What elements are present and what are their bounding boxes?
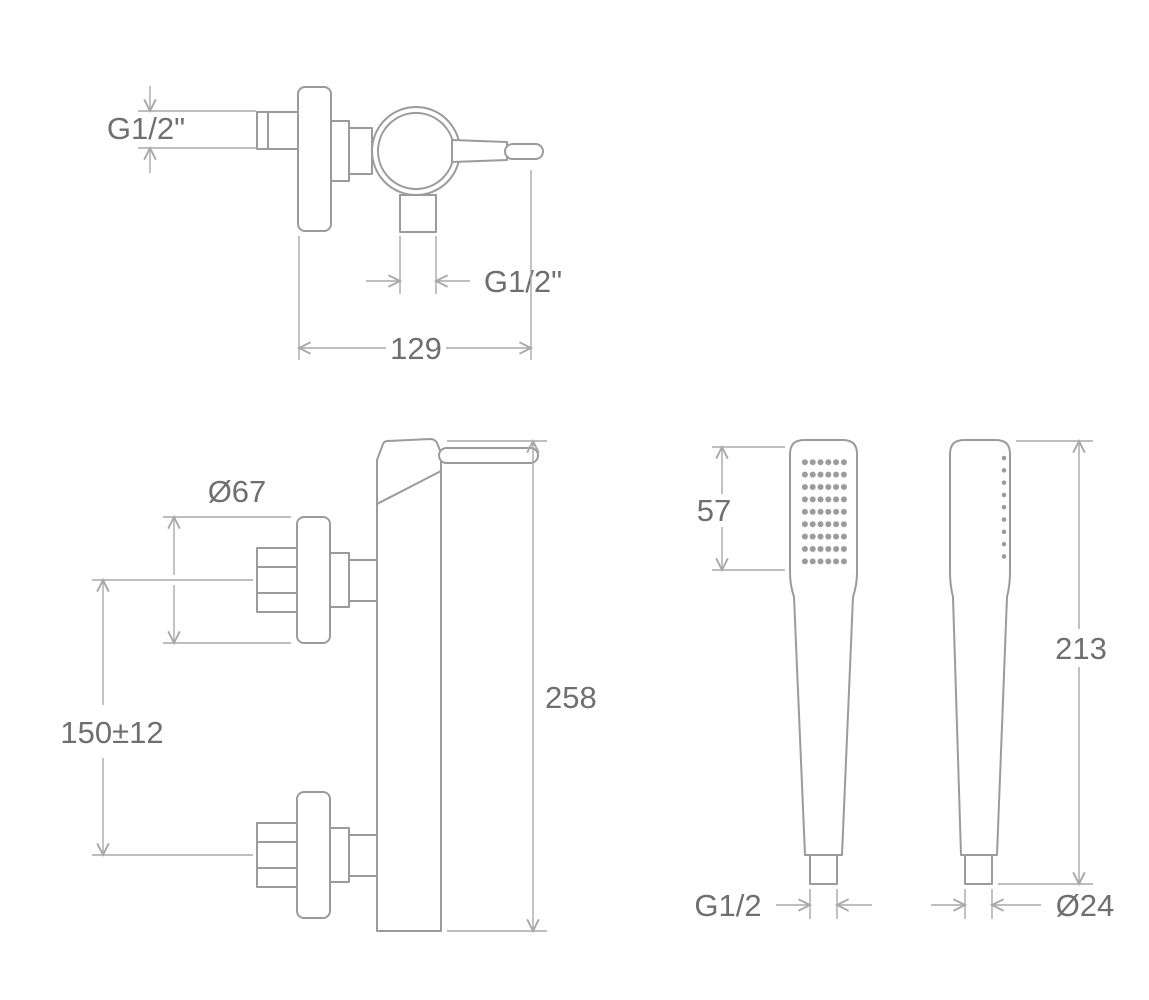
hose-connector-front xyxy=(809,854,838,885)
lower-wall-plate xyxy=(296,791,331,919)
lower-union-nut-outer xyxy=(329,827,350,883)
upper-union-nut-outer xyxy=(329,552,350,608)
top-inlet-thread-label: G1/2" xyxy=(107,111,185,146)
hose-connector-side xyxy=(964,854,993,885)
height-dimension-label: 258 xyxy=(545,680,597,715)
top-outlet-thread-label: G1/2" xyxy=(484,264,562,299)
wall-plate xyxy=(297,86,332,232)
hand-shower-front: 57 G1/2 xyxy=(694,439,872,923)
lever-handle-front xyxy=(438,447,539,464)
lower-inlet-nut xyxy=(256,822,298,888)
front-view: Ø67 150±12 258 xyxy=(60,438,597,934)
lever-handle-base xyxy=(451,139,508,163)
hand-shower-side-outline xyxy=(949,439,1011,856)
lower-union-nut-inner xyxy=(348,834,378,877)
handshower-thread-label: G1/2 xyxy=(694,888,761,923)
outlet-port xyxy=(399,194,437,233)
upper-union-nut-inner xyxy=(348,559,378,602)
escutcheon-diameter-label: Ø67 xyxy=(208,474,267,509)
handshower-diameter-label: Ø24 xyxy=(1056,888,1115,923)
upper-wall-plate xyxy=(296,516,331,644)
union-nut-inner xyxy=(348,127,373,175)
spray-face-dots xyxy=(801,456,847,568)
handshower-length-label: 213 xyxy=(1055,631,1107,666)
lever-handle-tip xyxy=(504,143,544,160)
valve-body-circle xyxy=(371,106,461,196)
depth-dimension-label: 129 xyxy=(390,331,442,366)
hand-shower-side: 213 Ø24 xyxy=(931,438,1115,923)
union-nut-outer xyxy=(330,120,350,182)
mixer-body xyxy=(376,438,442,932)
top-view: G1/2" G1/2" 129 xyxy=(107,86,562,366)
spray-length-label: 57 xyxy=(697,493,731,528)
inlet-spacing-label: 150±12 xyxy=(60,715,163,750)
inlet-connector xyxy=(256,111,299,150)
cap-joint-line xyxy=(376,470,442,505)
upper-inlet-nut xyxy=(256,547,298,613)
